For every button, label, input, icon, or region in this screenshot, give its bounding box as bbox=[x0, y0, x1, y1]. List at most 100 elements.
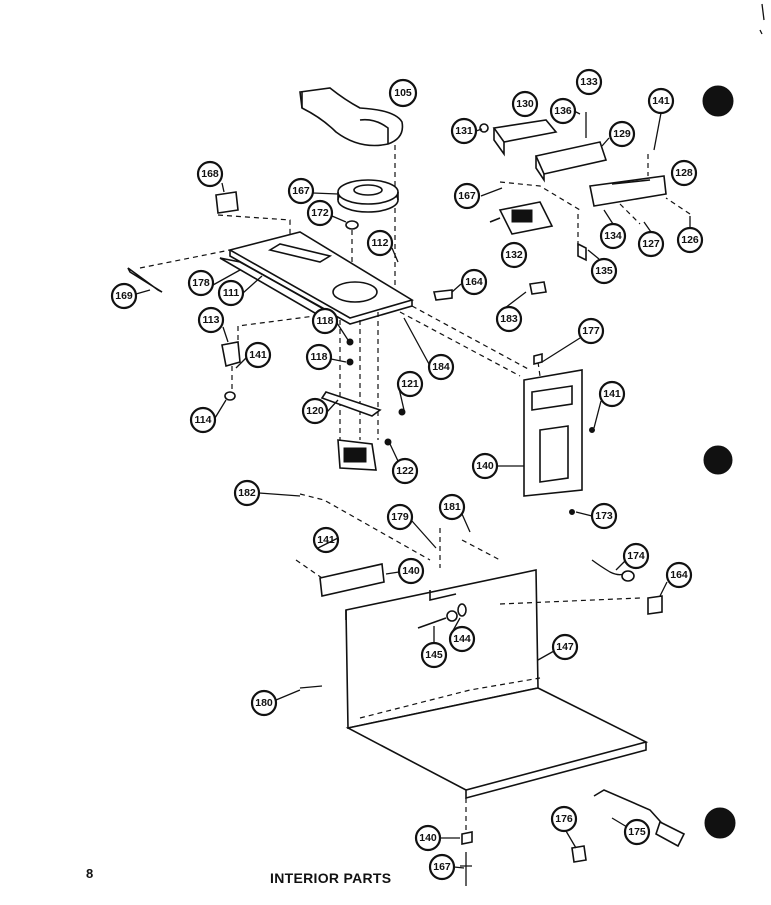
svg-text:135: 135 bbox=[595, 265, 613, 277]
callout: 147 bbox=[551, 633, 579, 661]
callout: 127 bbox=[637, 230, 665, 258]
callout: 179 bbox=[386, 503, 414, 531]
svg-text:131: 131 bbox=[455, 125, 473, 137]
callout: 140 bbox=[471, 452, 499, 480]
svg-text:136: 136 bbox=[554, 105, 572, 117]
motor-bracket bbox=[320, 391, 382, 417]
svg-text:182: 182 bbox=[238, 487, 256, 499]
svg-text:145: 145 bbox=[425, 649, 443, 661]
callout: 112 bbox=[366, 229, 394, 257]
callout: 111 bbox=[217, 279, 245, 307]
pawl bbox=[577, 242, 587, 262]
callout: 178 bbox=[187, 269, 215, 297]
svg-text:174: 174 bbox=[627, 550, 645, 562]
callout: 145 bbox=[420, 641, 448, 669]
callout: 181 bbox=[438, 493, 466, 521]
callout: 141 bbox=[598, 380, 626, 408]
cover-plate bbox=[319, 563, 385, 597]
registration-dot bbox=[704, 807, 736, 839]
svg-text:175: 175 bbox=[628, 826, 646, 838]
leader-line bbox=[537, 361, 541, 377]
screw bbox=[589, 427, 595, 433]
control-panel-frame bbox=[523, 369, 583, 497]
svg-text:147: 147 bbox=[556, 641, 574, 653]
svg-text:181: 181 bbox=[443, 501, 461, 513]
callout: 168 bbox=[196, 160, 224, 188]
leader-line bbox=[295, 559, 323, 579]
blower-housing bbox=[299, 87, 404, 147]
svg-text:141: 141 bbox=[249, 349, 267, 361]
switch-bracket bbox=[492, 119, 558, 157]
svg-text:126: 126 bbox=[681, 234, 699, 246]
screw bbox=[384, 438, 392, 446]
callout: 176 bbox=[550, 805, 578, 833]
svg-text:167: 167 bbox=[458, 190, 476, 202]
callout: 177 bbox=[577, 317, 605, 345]
svg-text:173: 173 bbox=[595, 510, 613, 522]
chassis-base bbox=[345, 569, 649, 800]
callout: 172 bbox=[306, 199, 334, 227]
svg-text:144: 144 bbox=[453, 633, 471, 645]
svg-text:172: 172 bbox=[311, 207, 329, 219]
svg-text:167: 167 bbox=[292, 185, 310, 197]
svg-text:120: 120 bbox=[306, 405, 324, 417]
leader-line bbox=[399, 305, 531, 377]
callout: 164 bbox=[665, 561, 693, 589]
leader-line bbox=[231, 313, 331, 392]
svg-text:130: 130 bbox=[516, 98, 534, 110]
svg-text:180: 180 bbox=[255, 697, 273, 709]
callout: 126 bbox=[676, 226, 704, 254]
svg-text:178: 178 bbox=[192, 277, 210, 289]
svg-text:140: 140 bbox=[476, 460, 494, 472]
leader-line bbox=[439, 528, 501, 568]
latch-plate bbox=[589, 175, 667, 207]
callout: 114 bbox=[189, 406, 217, 434]
connector bbox=[433, 289, 453, 301]
callout: 118 bbox=[311, 307, 339, 335]
power-cord bbox=[593, 789, 686, 848]
registration-dot bbox=[703, 445, 733, 475]
svg-text:122: 122 bbox=[396, 465, 414, 477]
registration-dot bbox=[702, 85, 734, 117]
svg-text:164: 164 bbox=[670, 569, 688, 581]
screw bbox=[569, 509, 575, 515]
callout: 121 bbox=[396, 370, 424, 398]
thermal-cutout bbox=[591, 559, 635, 582]
screw bbox=[346, 358, 354, 366]
screw bbox=[460, 852, 472, 886]
screw bbox=[398, 408, 406, 416]
callout: 140 bbox=[414, 824, 442, 852]
callout: 144 bbox=[448, 625, 476, 653]
svg-text:114: 114 bbox=[195, 414, 212, 426]
screw bbox=[224, 391, 236, 401]
svg-text:183: 183 bbox=[500, 313, 518, 325]
bushing bbox=[345, 220, 359, 230]
callout: 128 bbox=[670, 159, 698, 187]
retainer bbox=[533, 352, 543, 366]
callout: 184 bbox=[427, 353, 455, 381]
callout: 167 bbox=[287, 177, 315, 205]
diagram-title: INTERIOR PARTS bbox=[270, 870, 392, 886]
clip bbox=[529, 281, 547, 295]
svg-text:141: 141 bbox=[603, 388, 621, 400]
callout: 132 bbox=[500, 241, 528, 269]
svg-text:184: 184 bbox=[432, 361, 450, 373]
leg-foot bbox=[461, 831, 473, 845]
leader-line bbox=[339, 312, 379, 440]
callout: 164 bbox=[460, 268, 488, 296]
svg-text:177: 177 bbox=[582, 325, 600, 337]
base-plate bbox=[227, 231, 414, 325]
callout: 167 bbox=[428, 853, 456, 881]
callout: 136 bbox=[549, 97, 577, 125]
svg-text:140: 140 bbox=[402, 565, 420, 577]
callout: 183 bbox=[495, 305, 523, 333]
callout: 140 bbox=[397, 557, 425, 585]
switch-assembly bbox=[489, 201, 554, 235]
callout: 135 bbox=[590, 257, 618, 285]
callout: 118 bbox=[305, 343, 333, 371]
leader-line bbox=[217, 214, 291, 236]
svg-text:164: 164 bbox=[465, 276, 483, 288]
callout: 133 bbox=[575, 68, 603, 96]
svg-text:111: 111 bbox=[223, 287, 240, 299]
callout: 141 bbox=[312, 526, 340, 554]
